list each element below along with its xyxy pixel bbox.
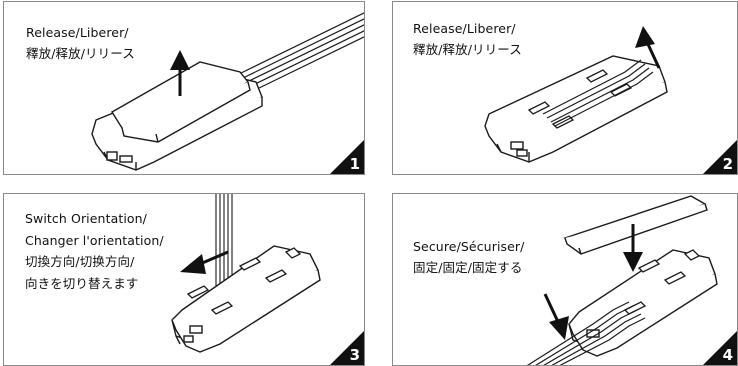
caption-line: 切換方向/切换方向/ (25, 254, 135, 269)
latch-slots (186, 247, 302, 315)
illustration-open-connector (484, 26, 668, 163)
ribbon-cable (542, 59, 654, 127)
up-arrow-icon (170, 50, 190, 96)
caption-line: Changer l'orientation/ (25, 232, 164, 248)
step-panel-1: Release/Liberer/ 釋放/释放/リリース 1 (3, 1, 365, 175)
step-caption-3: Switch Orientation/ Changer l'orientatio… (25, 208, 164, 294)
up-right-arrow-icon (635, 26, 661, 69)
step-panel-2: Release/Liberer/ 釋放/释放/リリース 2 (392, 1, 738, 175)
caption-line: 固定/固定/固定する (413, 260, 523, 275)
step-number: 3 (349, 346, 360, 364)
step-caption-4: Secure/Sécuriser/ 固定/固定/固定する (413, 236, 524, 278)
illustration-lift-cover (91, 12, 364, 171)
connector-cover (563, 195, 708, 255)
ribbon-cable (527, 301, 646, 365)
ribbon-cable (238, 12, 364, 91)
caption-line: 釋放/释放/リリース (26, 46, 135, 61)
caption-line: 向きを切り替えます (25, 275, 139, 291)
caption-line: 釋放/释放/リリース (413, 42, 522, 57)
caption-line: Secure/Sécuriser/ (413, 239, 525, 254)
connector-cover (111, 61, 251, 143)
step-number: 2 (722, 155, 733, 173)
caption-line: Release/Liberer/ (413, 21, 516, 36)
step-number-badge: 2 (703, 140, 737, 174)
step-number-badge: 3 (330, 331, 364, 365)
illustration-secure-cover (527, 195, 718, 365)
step-number: 4 (722, 346, 733, 364)
illustration-switch-orientation (171, 194, 321, 353)
left-arrow-icon (180, 250, 229, 274)
step-number: 1 (349, 155, 360, 173)
step-number-badge: 4 (703, 331, 737, 365)
step-caption-2: Release/Liberer/ 釋放/释放/リリース (413, 18, 522, 60)
step-number-badge: 1 (330, 140, 364, 174)
step-caption-1: Release/Liberer/ 釋放/释放/リリース (26, 22, 135, 64)
down-arrow-icon (623, 224, 643, 272)
latch-slots (623, 249, 701, 315)
step-panel-4: Secure/Sécuriser/ 固定/固定/固定する 4 (392, 193, 738, 366)
step-panel-3: Switch Orientation/ Changer l'orientatio… (3, 193, 365, 366)
caption-line: Switch Orientation/ (25, 211, 147, 226)
down-right-arrow-icon (543, 293, 569, 340)
caption-line: Release/Liberer/ (26, 25, 129, 40)
